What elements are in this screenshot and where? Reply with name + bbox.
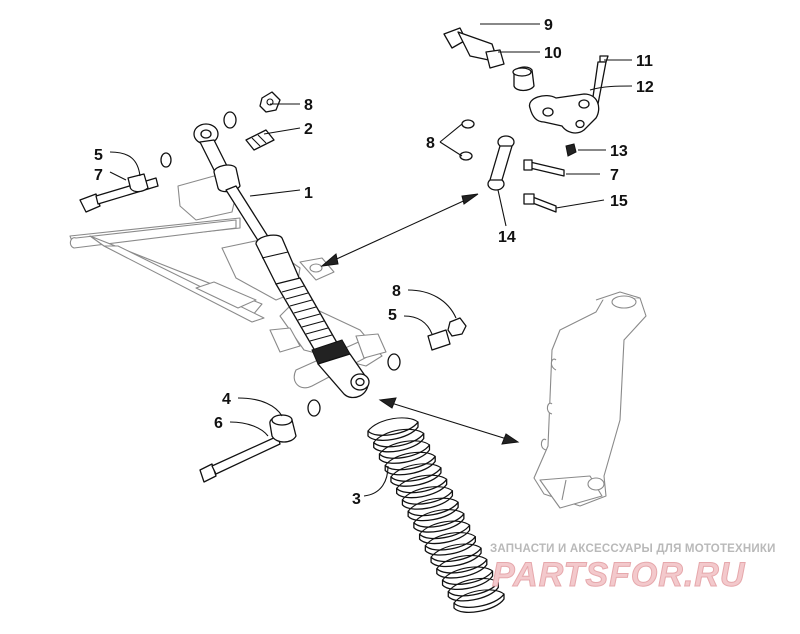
spring-coil-back: [430, 543, 482, 558]
spring-coil-back: [419, 520, 470, 535]
spring-coil-back: [442, 566, 493, 581]
label-part-2: 2: [304, 121, 313, 138]
label-part-3: 3: [352, 491, 361, 508]
spring-coil-back: [436, 554, 488, 569]
reference-arrows: [320, 193, 520, 445]
spring-coil-back: [424, 532, 476, 547]
spring-coil-back: [413, 509, 465, 524]
watermark-brand: PARTSFOR.RU: [492, 556, 746, 594]
label-part-9: 9: [544, 17, 553, 34]
spring-coil-back: [373, 428, 425, 443]
spring-coil-back: [407, 497, 459, 512]
shock-threads: [281, 285, 333, 342]
linkage-hardware: [443, 27, 609, 213]
label-part-10: 10: [544, 45, 562, 62]
spring-coil-back: [384, 451, 436, 466]
coil-spring: [367, 417, 505, 613]
shock-absorber: [193, 123, 370, 399]
spring-coil-back: [447, 577, 499, 592]
spring-coil-back: [401, 486, 453, 501]
leader-lines: [109, 23, 633, 497]
label-part-1: 1: [304, 185, 313, 202]
label-part-12: 12: [636, 79, 654, 96]
label-part-8-upper: 8: [304, 97, 313, 114]
upper-mount-hardware: [79, 91, 281, 213]
label-part-7-link: 7: [610, 167, 619, 184]
watermark: ЗАПЧАСТИ И АКСЕССУАРЫ ДЛЯ МОТОТЕХНИКИ PA…: [490, 543, 776, 595]
label-part-8-lower: 8: [392, 283, 401, 300]
spring-coil-back: [379, 440, 430, 455]
label-part-7-upper: 7: [94, 167, 103, 184]
spring-coil-back: [367, 417, 419, 432]
spring-coil-front: [453, 593, 505, 613]
part-labels: 8 2 5 7 1 9 10 11 12 13 8 7 15 14 8 5 4 …: [94, 17, 654, 508]
watermark-caption: ЗАПЧАСТИ И АКСЕССУАРЫ ДЛЯ МОТОТЕХНИКИ: [490, 543, 776, 555]
label-part-6: 6: [214, 415, 223, 432]
label-part-5-lower: 5: [388, 307, 397, 324]
label-part-13: 13: [610, 143, 628, 160]
label-part-4: 4: [222, 391, 231, 408]
label-part-15: 15: [610, 193, 628, 210]
spring-coil-back: [453, 589, 505, 604]
lower-mount-hardware: [199, 317, 467, 483]
label-part-11: 11: [636, 53, 653, 70]
label-part-8-link: 8: [426, 135, 435, 152]
label-part-14: 14: [498, 229, 516, 246]
spring-coil-back: [390, 463, 442, 478]
label-part-5-upper: 5: [94, 147, 103, 164]
steering-knuckle: [533, 291, 647, 509]
spring-coil-back: [396, 474, 448, 489]
